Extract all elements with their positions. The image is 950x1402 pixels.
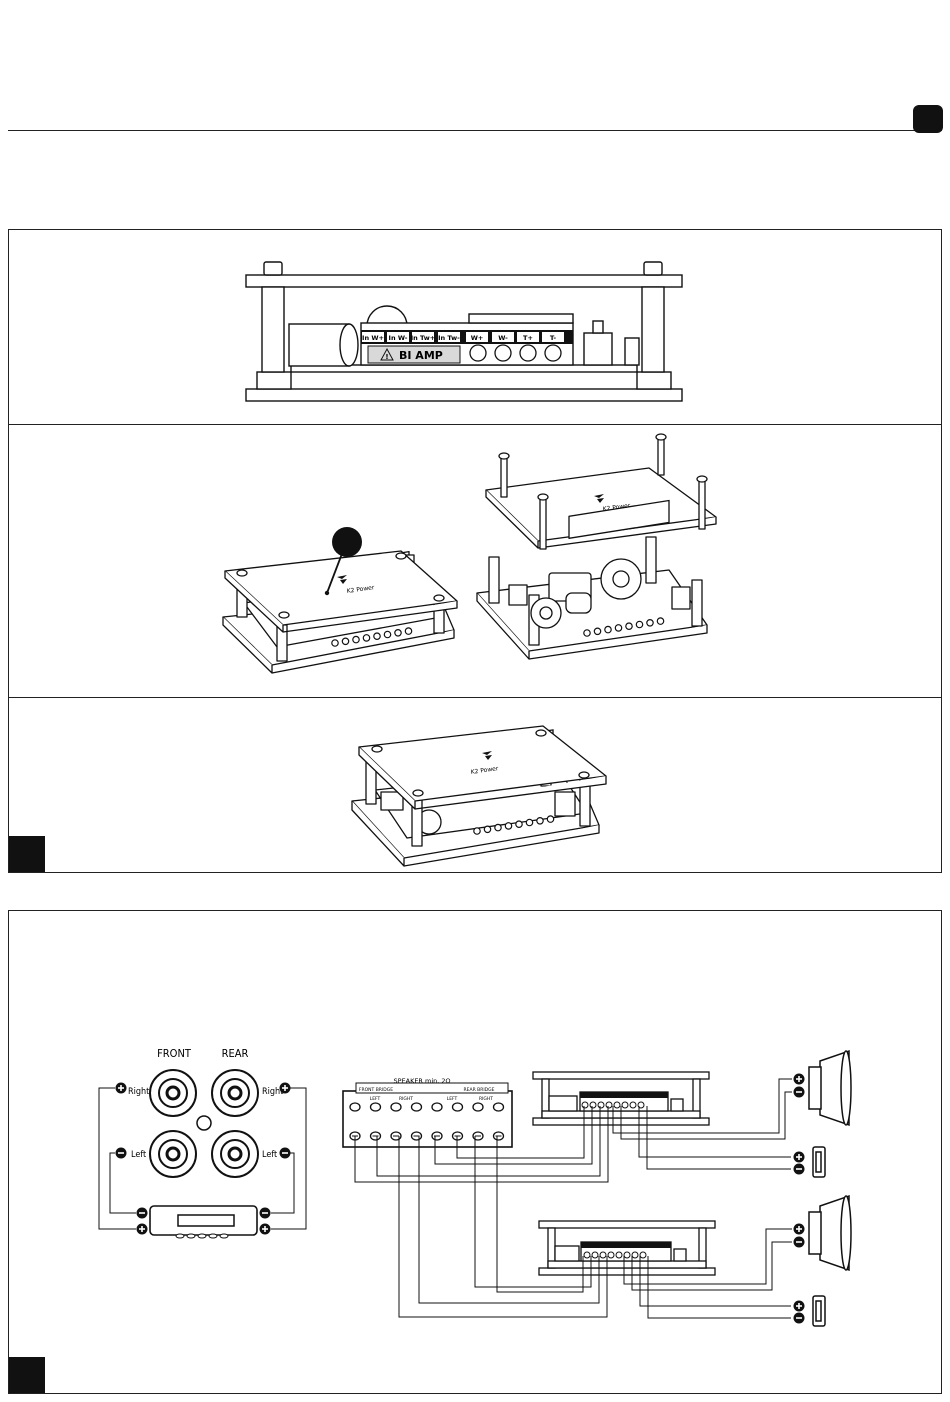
callout-marker	[332, 527, 362, 557]
speaker-block-label: SPEAKER min. 2Ω	[393, 1077, 450, 1085]
front-left-label: LEFT	[370, 1096, 381, 1102]
rear-left-label: LEFT	[447, 1096, 458, 1102]
front-label: FRONT	[157, 1047, 192, 1060]
panel-step-3: K2 Power	[8, 697, 942, 873]
terminal-label: W-	[498, 334, 508, 342]
header-rule	[8, 130, 942, 131]
terminal-label: In W+	[362, 334, 384, 342]
crossover-open-view: K2 Power K2 Power	[9, 425, 943, 699]
terminal-label: In Tw-	[438, 334, 460, 342]
wiring-diagram: FRONT REAR Right Right Left Left	[9, 911, 943, 1395]
terminal-label: T-	[550, 334, 556, 342]
panel-wiring: FRONT REAR Right Right Left Left	[8, 910, 942, 1394]
bi-amp-label: BI AMP	[399, 349, 443, 362]
terminal-label: In W-	[389, 334, 408, 342]
left-label: Left	[131, 1150, 146, 1160]
rear-right-label: RIGHT	[479, 1096, 493, 1102]
terminal-label: W+	[471, 334, 484, 342]
step-corner-marker	[9, 836, 45, 872]
page-tab	[913, 105, 943, 133]
crossover-closed-view: K2 Power	[9, 698, 943, 874]
crossover-side-view: In W+ In W-In Tw+In Tw- W+ W- T+ T- ! BI AMP	[9, 230, 943, 426]
panel-step-1: In W+ In W-In Tw+In Tw- W+ W- T+ T- ! BI AMP	[8, 229, 942, 425]
rear-bridge-label: REAR BRIDGE	[464, 1087, 495, 1093]
rear-label: REAR	[222, 1047, 249, 1060]
step-corner-marker	[9, 1357, 45, 1393]
front-right-label: RIGHT	[399, 1096, 413, 1102]
terminal-label: T+	[523, 334, 533, 342]
front-bridge-label: FRONT BRIDGE	[359, 1087, 393, 1093]
svg-text:!: !	[385, 353, 388, 361]
right-label: Right	[128, 1087, 149, 1097]
terminal-label: In Tw+	[411, 334, 435, 342]
panel-step-2: K2 Power K2 Power	[8, 424, 942, 698]
left-label-rear: Left	[262, 1150, 277, 1160]
